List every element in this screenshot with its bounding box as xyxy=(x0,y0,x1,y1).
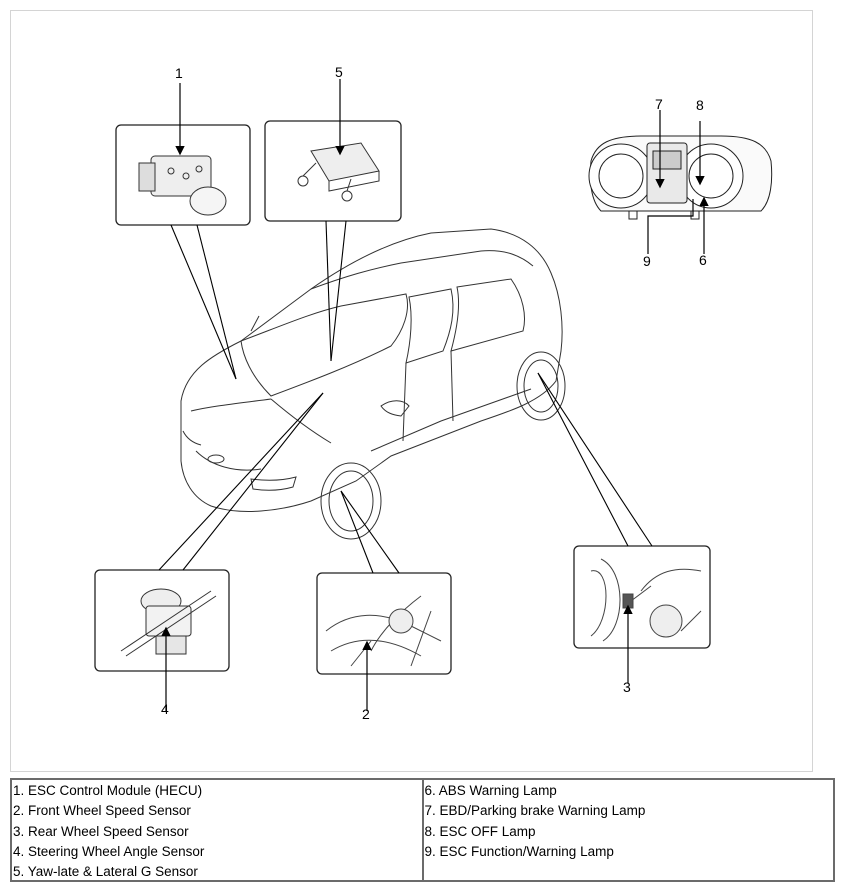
diagram-svg: 1 5 7 8 9 6 4 2 3 xyxy=(94,64,773,722)
callout-8: 8 xyxy=(696,97,704,113)
front-sensor-box xyxy=(316,572,452,711)
leader-lines xyxy=(158,220,653,574)
legend-item: 9. ESC Function/Warning Lamp xyxy=(424,843,614,859)
callout-7: 7 xyxy=(655,96,663,112)
callout-3: 3 xyxy=(623,679,631,695)
yaw-sensor-box xyxy=(264,79,402,222)
legend-item: 4. Steering Wheel Angle Sensor xyxy=(13,843,205,859)
car-illustration xyxy=(180,228,566,540)
callout-4: 4 xyxy=(161,701,169,717)
callout-1: 1 xyxy=(175,65,183,81)
rear-sensor-box xyxy=(573,545,711,683)
legend-column-left: 1. ESC Control Module (HECU) 2. Front Wh… xyxy=(12,780,422,880)
callout-9: 9 xyxy=(643,253,651,269)
callout-2: 2 xyxy=(362,706,370,722)
legend-item: 5. Yaw-late & Lateral G Sensor xyxy=(13,864,198,880)
legend-item: 1. ESC Control Module (HECU) xyxy=(13,783,203,798)
legend-column-right: 6. ABS Warning Lamp 7. EBD/Parking brake… xyxy=(421,780,834,880)
legend-table: 1. ESC Control Module (HECU) 2. Front Wh… xyxy=(10,778,835,882)
hecu-box xyxy=(115,83,251,226)
legend-item: 2. Front Wheel Speed Sensor xyxy=(13,803,191,819)
callout-5: 5 xyxy=(335,64,343,80)
legend-item: 7. EBD/Parking brake Warning Lamp xyxy=(424,803,646,819)
steering-sensor-box xyxy=(94,569,230,711)
component-location-diagram: 1 5 7 8 9 6 4 2 3 xyxy=(10,10,813,772)
instrument-cluster xyxy=(588,110,773,254)
callout-6: 6 xyxy=(699,252,707,268)
legend-item: 6. ABS Warning Lamp xyxy=(424,783,557,798)
legend-item: 8. ESC OFF Lamp xyxy=(424,823,536,839)
legend-item: 3. Rear Wheel Speed Sensor xyxy=(13,823,189,839)
